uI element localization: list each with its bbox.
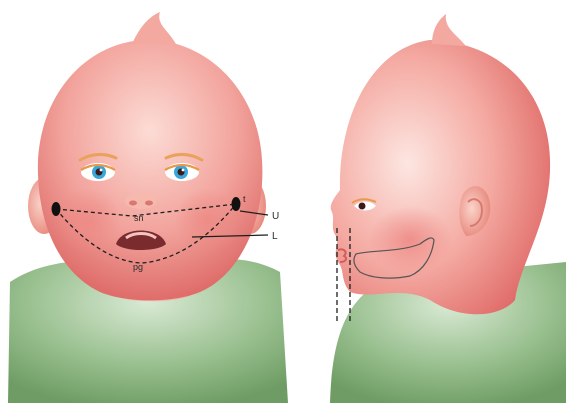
label-l: L — [272, 231, 278, 242]
label-subnasale: sn — [134, 213, 144, 223]
frontal-hair-tuft — [132, 12, 176, 44]
left-tragus-marker — [52, 202, 61, 216]
frontal-left-eye — [81, 163, 115, 181]
frontal-head — [38, 40, 263, 300]
profile-head — [331, 40, 550, 314]
label-pogonion: pg — [133, 262, 143, 272]
frontal-nose — [125, 193, 157, 209]
label-u: U — [272, 211, 279, 222]
frontal-right-cheek — [174, 188, 242, 252]
right-tragus-marker — [232, 197, 241, 211]
frontal-left-cheek — [54, 188, 122, 252]
profile-view — [330, 14, 566, 403]
profile-hair-tuft — [432, 14, 466, 46]
frontal-view: t sn pg U L — [8, 12, 288, 403]
frontal-right-eye — [165, 163, 199, 181]
profile-cheek — [368, 206, 452, 274]
